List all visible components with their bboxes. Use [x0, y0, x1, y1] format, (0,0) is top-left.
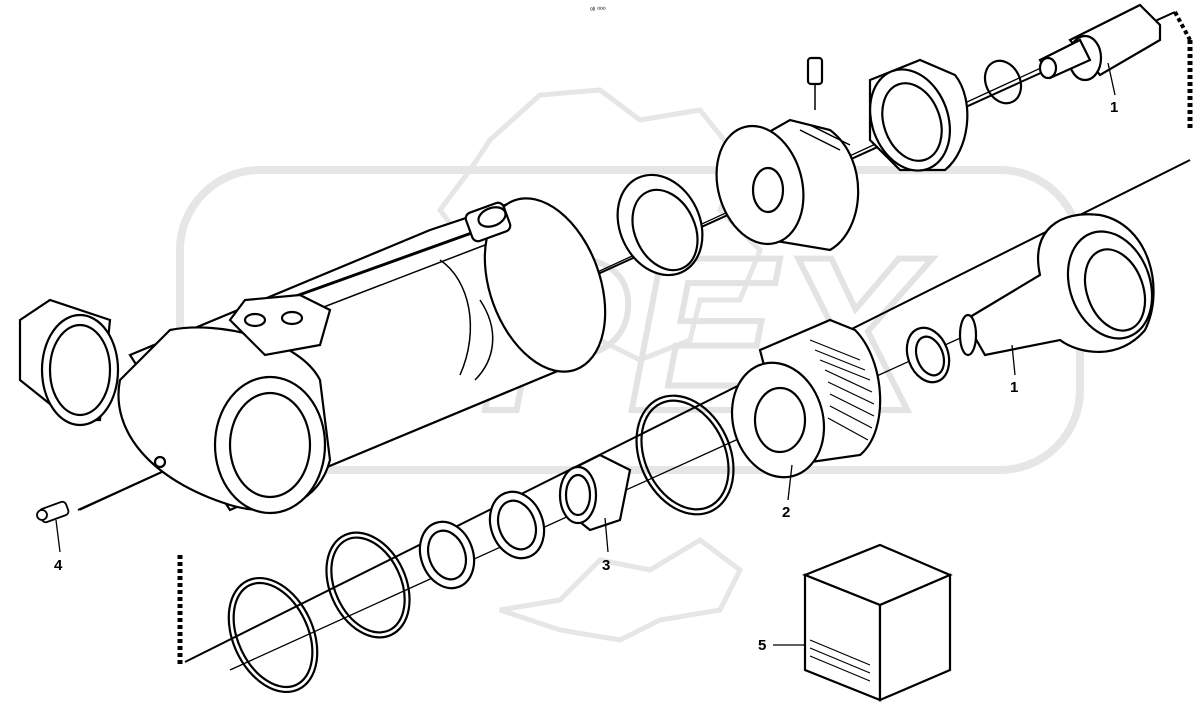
callout-4: 4	[54, 557, 63, 574]
seal-kit-box	[802, 543, 953, 702]
guide-ring	[616, 173, 704, 277]
callout-5: 5	[758, 637, 766, 654]
leader-lines	[55, 62, 1116, 646]
cylinder-head	[730, 318, 882, 479]
rod-eye	[958, 213, 1155, 357]
rod-seal	[905, 326, 951, 384]
o-ring-lower-2	[227, 576, 319, 694]
wiper-ring	[488, 490, 546, 560]
bushing-left	[18, 298, 120, 427]
callout-2: 2	[782, 504, 790, 521]
callout-3: 3	[602, 557, 610, 574]
bushing	[558, 453, 632, 532]
o-ring-top	[983, 59, 1023, 105]
grease-nipple	[36, 500, 70, 524]
o-ring-large	[635, 394, 735, 516]
seal-ring	[418, 520, 476, 590]
drawing-code: ᵒᵇ ⁰⁰⁰	[590, 6, 606, 14]
o-ring-lower-1	[325, 531, 411, 639]
callout-1-top: 1	[1110, 99, 1118, 116]
piston	[715, 56, 860, 252]
cylinder-barrel	[117, 197, 607, 515]
piston-rod-top	[1038, 3, 1162, 82]
threaded-ring	[868, 58, 969, 172]
callout-1-rod: 1	[1010, 379, 1018, 396]
